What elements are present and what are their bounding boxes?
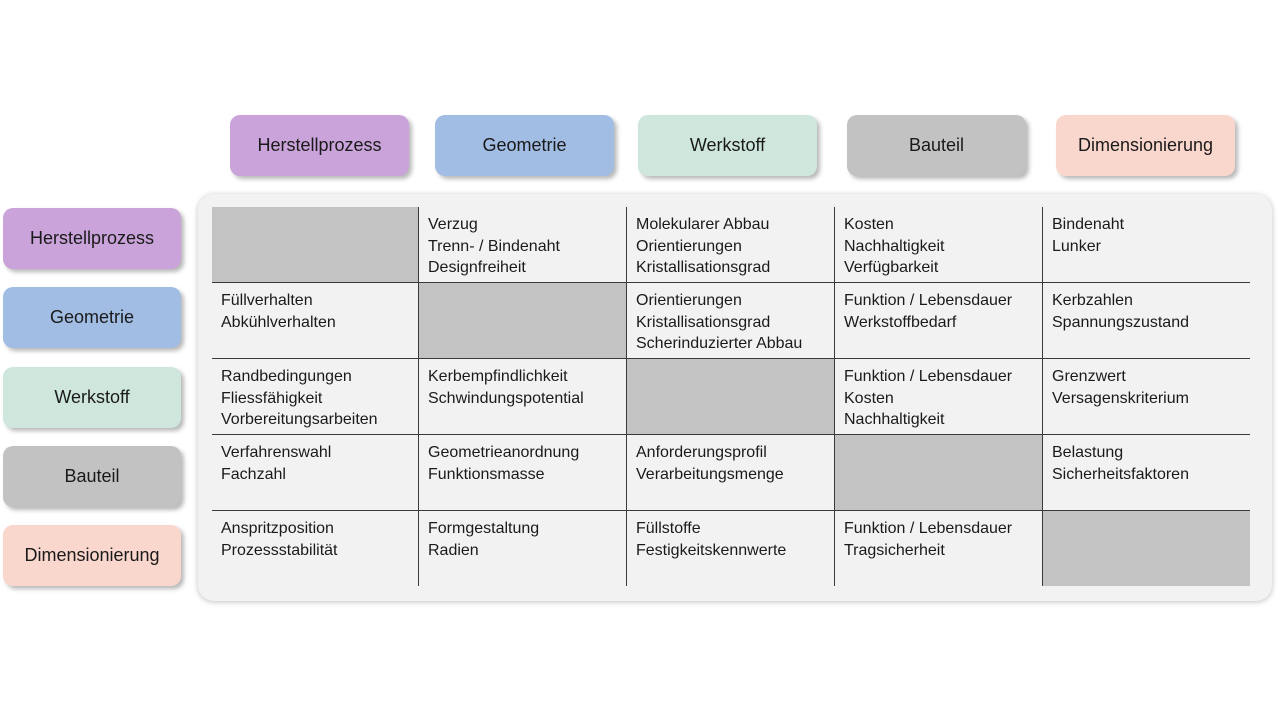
diagonal-cell-geometrie [419,283,627,359]
cell-text-line: Funktionsmasse [428,465,545,483]
diagonal-cell-herstellprozess [212,207,419,283]
cell-text-line: Anforderungsprofil [636,444,767,461]
diagonal-cell-dimensionierung [1043,511,1250,586]
cell-text-line: Kosten [844,216,894,233]
cell-text-line: Radien [428,541,479,559]
cell-text-line: Spannungszustand [1052,313,1189,331]
column-header-herstellprozess: Herstellprozess [230,115,409,176]
cell-text-line: Festigkeitskennwerte [636,541,787,559]
cell-text-line: Scherinduzierter Abbau [636,335,803,352]
column-header-bauteil: Bauteil [847,115,1026,176]
column-header-werkstoff: Werkstoff [638,115,817,176]
cell-text-line: Fliessfähigkeit [221,389,323,407]
column-header-geometrie: Geometrie [435,115,614,176]
cell-text-line: Versagenskriterium [1052,389,1189,407]
cell-text-line: Belastung [1052,444,1124,461]
cell-text-line: Grenzwert [1052,368,1126,385]
row-header-geometrie: Geometrie [3,287,181,348]
cell-text-line: Fachzahl [221,465,286,483]
diagonal-cell-werkstoff [627,359,835,435]
row-header-werkstoff: Werkstoff [3,367,181,428]
cell-text-line: Füllverhalten [221,292,313,309]
cell-text-line: Kosten [844,389,894,407]
cell-text-line: Designfreiheit [428,259,526,276]
cell-text-line: Orientierungen [636,292,742,309]
row-header-herstellprozess: Herstellprozess [3,208,181,269]
row-header-dimensionierung: Dimensionierung [3,525,181,586]
cell-text-line: Geometrieanordnung [428,444,580,461]
cell-text-line: Verfahrenswahl [221,444,332,461]
cell-text-line: Prozessstabilität [221,541,338,559]
cell-text-line: Abkühlverhalten [221,313,336,331]
row-header-bauteil: Bauteil [3,446,181,507]
cell-text-line: Nachhaltigkeit [844,237,945,255]
cell-text-line: Bindenaht [1052,216,1125,233]
cell-text-line: Kerbempfindlichkeit [428,368,568,385]
cell-text-line: Werkstoffbedarf [844,313,957,331]
cell-text-line: Vorbereitungsarbeiten [221,411,378,428]
cell-text-line: Tragsicherheit [844,541,945,559]
cell-text-line: Lunker [1052,237,1101,255]
cell-text-line: Verfügbarkeit [844,259,939,276]
cell-text-line: Kristallisationsgrad [636,259,771,276]
cell-text-line: Füllstoffe [636,520,701,537]
diagonal-cell-bauteil [835,435,1043,511]
cell-text-line: Formgestaltung [428,520,540,537]
cell-text-line: Verarbeitungsmenge [636,465,784,483]
cell-text-line: Randbedingungen [221,368,352,385]
cell-text-line: Funktion / Lebensdauer [844,292,1013,309]
cell-text-line: Molekularer Abbau [636,216,770,233]
column-header-dimensionierung: Dimensionierung [1056,115,1235,176]
cell-text-line: Schwindungspotential [428,389,584,407]
cell-text-line: Funktion / Lebensdauer [844,368,1013,385]
cell-text-line: Kerbzahlen [1052,292,1133,309]
cell-text-line: Orientierungen [636,237,742,255]
cell-text-line: Sicherheitsfaktoren [1052,465,1189,483]
cell-text-line: Verzug [428,216,478,233]
cell-text-line: Nachhaltigkeit [844,411,945,428]
cell-text-line: Funktion / Lebensdauer [844,520,1013,537]
cell-text-line: Anspritzposition [221,520,334,537]
cell-text-line: Trenn- / Bindenaht [428,237,560,255]
cell-text-line: Kristallisationsgrad [636,313,771,331]
